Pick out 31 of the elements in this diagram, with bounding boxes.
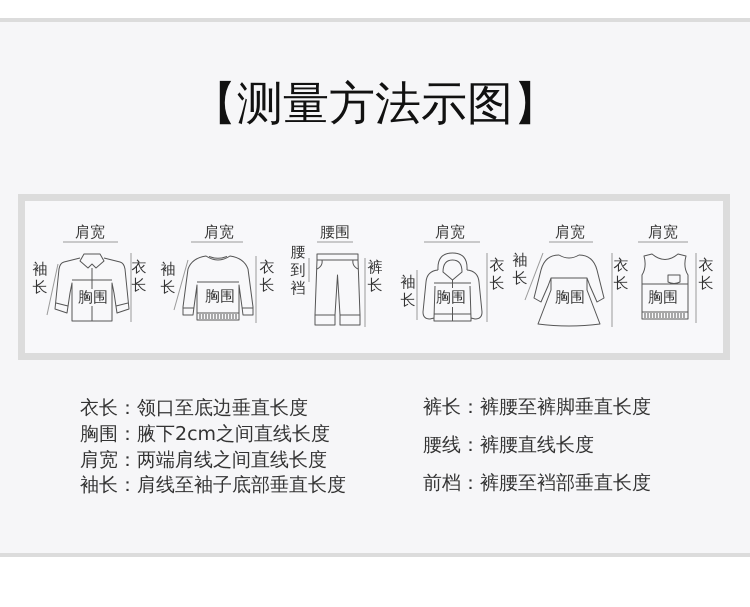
dimension-label: 肩宽	[435, 223, 465, 241]
dimension-label: 肩宽	[555, 223, 585, 241]
dimension-label: 衣长	[614, 256, 628, 292]
measurement-definition: 裤长：裤腰至裤脚垂直长度	[423, 394, 651, 420]
dimension-label: 袖长	[32, 260, 48, 296]
dimension-label: 袖长	[400, 273, 416, 309]
measurement-definition: 衣长：领口至底边垂直长度	[80, 396, 308, 420]
dimension-label: 胸围	[205, 287, 235, 305]
dimension-label: 衣长	[260, 258, 274, 294]
dimension-label: 肩宽	[648, 223, 678, 241]
measurement-definition: 肩宽：两端肩线之间直线长度	[80, 448, 327, 472]
dimension-label: 肩宽	[204, 223, 234, 241]
dimension-label: 袖长	[512, 251, 528, 287]
dimension-label: 胸围	[78, 288, 108, 306]
dimension-label: 腰到裆	[290, 243, 306, 297]
dimension-label: 衣长	[490, 256, 504, 292]
measurement-definition: 胸围：腋下2cm之间直线长度	[80, 422, 330, 446]
measurement-definition: 袖长：肩线至袖子底部垂直长度	[80, 472, 346, 498]
dimension-label: 袖长	[160, 260, 176, 296]
dimension-label: 衣长	[132, 258, 146, 294]
dimension-label: 胸围	[648, 288, 678, 306]
measurement-definition: 腰线：裤腰直线长度	[423, 432, 594, 458]
dimension-label: 腰围	[320, 223, 350, 241]
dimension-label: 裤长	[368, 258, 382, 294]
page-title: 【测量方法示图】	[191, 76, 559, 130]
dimension-label: 胸围	[555, 288, 585, 306]
measurement-panel	[18, 194, 730, 360]
dimension-label: 肩宽	[75, 223, 105, 241]
dimension-label: 衣长	[698, 256, 714, 292]
dimension-label: 胸围	[436, 288, 466, 306]
measurement-definition: 前档：裤腰至裆部垂直长度	[423, 470, 651, 496]
